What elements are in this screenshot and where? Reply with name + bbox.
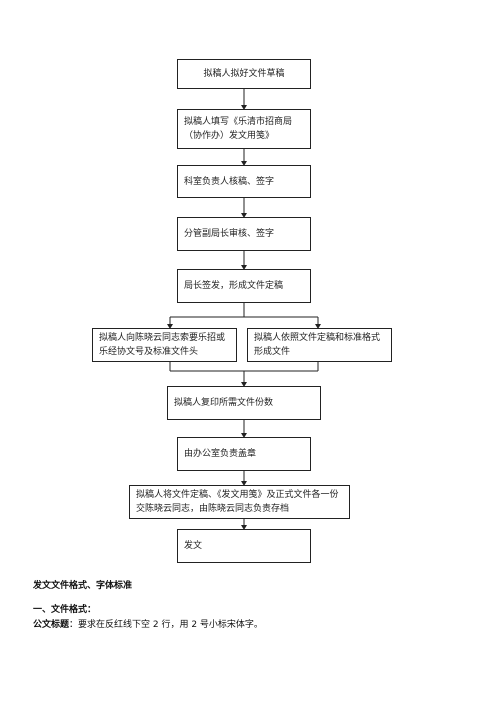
flow-step-8: 由办公室负责盖章 — [177, 437, 311, 471]
flow-step-5-label: 局长签发，形成文件定稿 — [184, 281, 284, 291]
flow-step-4-label: 分管副局长审核、签字 — [184, 229, 275, 239]
flow-step-7: 拟稿人复印所需文件份数 — [167, 386, 321, 420]
flow-step-2: 拟稿人填写《乐清市招商局（协作办）发文用笺》 — [177, 109, 311, 149]
flow-step-10: 发文 — [177, 529, 311, 563]
flow-step-3-label: 科室负责人核稿、签字 — [184, 176, 275, 187]
flow-step-6b: 拟稿人依照文件定稿和标准格式形成文件 — [247, 328, 392, 362]
flow-step-9: 拟稿人将文件定稿、《发文用笺》及正式文件各一份交陈晓云同志，由陈晓云同志负责存档 — [129, 485, 350, 519]
doc-body: ：要求在反红线下空 2 行，用 2 号小标宋体字。 — [69, 620, 263, 630]
flow-step-1: 拟稿人拟好文件草稿 — [177, 59, 311, 89]
flow-step-6a: 拟稿人向陈晓云同志索要乐招或乐经协文号及标准文件头 — [92, 328, 237, 362]
flow-step-2-label: 拟稿人填写《乐清市招商局（协作办）发文用笺》 — [184, 117, 293, 141]
flow-step-10-label: 发文 — [184, 541, 203, 551]
flow-step-1-label: 拟稿人拟好文件草稿 — [203, 69, 285, 79]
flow-step-5: 局长签发，形成文件定稿 — [177, 269, 311, 303]
flow-step-3: 科室负责人核稿、签字 — [177, 165, 311, 198]
subheading: 一、文件格式： — [33, 605, 97, 615]
flow-step-8-label: 由办公室负责盖章 — [184, 449, 257, 459]
section-title: 发文文件格式、字体标准 — [33, 581, 133, 591]
flow-step-4: 分管副局长审核、签字 — [177, 217, 311, 251]
flow-step-7-label: 拟稿人复印所需文件份数 — [174, 398, 274, 408]
flow-step-6b-label: 拟稿人依照文件定稿和标准格式形成文件 — [254, 333, 381, 357]
doc-paragraph: 公文标题：要求在反红线下空 2 行，用 2 号小标宋体字。 — [33, 617, 263, 630]
doc-label: 公文标题 — [33, 620, 70, 630]
flow-step-6a-label: 拟稿人向陈晓云同志索要乐招或乐经协文号及标准文件头 — [99, 333, 226, 357]
flow-step-9-label: 拟稿人将文件定稿、《发文用笺》及正式文件各一份交陈晓云同志，由陈晓云同志负责存档 — [136, 490, 339, 514]
